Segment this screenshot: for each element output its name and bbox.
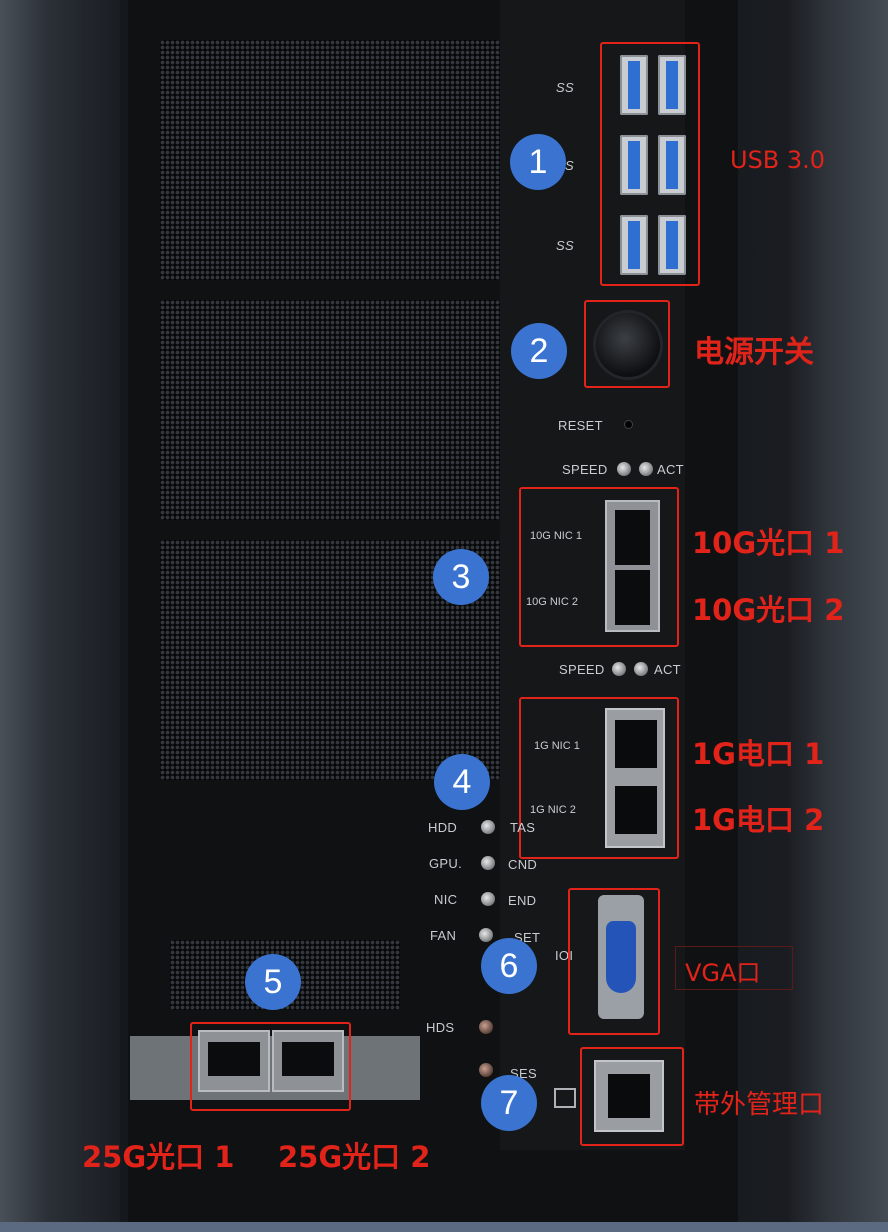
vga-label-frame [675,946,793,990]
act-led [639,462,653,476]
sfp25g-2-label: 25G光口 2 [278,1140,431,1174]
vga-highlight-box [568,888,660,1035]
status-led [479,928,493,942]
mgmt-label: 带外管理口 [694,1090,825,1120]
nic10g-2-label: 10G光口 2 [692,593,845,627]
speed-label: SPEED [562,462,608,477]
sfp-25g-port-2 [272,1030,344,1092]
reset-pinhole [625,421,632,428]
sfp25g-1-label: 25G光口 1 [82,1140,235,1174]
status-led [481,892,495,906]
network-icon [554,1088,576,1108]
status-led [481,856,495,870]
led-label-right: TAS [510,820,536,835]
act-label: ACT [657,462,684,477]
nic1g-2-label: 1G电口 2 [692,803,825,837]
ss-logo: SS [556,80,574,95]
nic10g-1-label: 10G光口 1 [692,526,845,560]
chassis-right-frame [790,0,888,1232]
floor-strip [0,1222,888,1232]
led-label-left: FAN [430,928,457,943]
speed-label: SPEED [559,662,605,677]
usb-port [620,215,648,275]
speed-led [612,662,626,676]
usb-port [658,135,686,195]
ss-logo: SS [556,238,574,253]
status-led [479,1020,493,1034]
chassis-left-frame [0,0,120,1232]
marker-5: 5 [245,954,301,1010]
usb-label: USB 3.0 [730,146,826,174]
power-label: 电源开关 [694,335,814,370]
sfp-10g-cage [605,500,660,632]
act-label: ACT [654,662,681,677]
nic1g-2-silk: 1G NIC 2 [530,804,576,816]
usb-port [620,55,648,115]
nic1g-highlight-box [519,697,679,859]
marker-1: 1 [510,134,566,190]
nic10g-2-silk: 10G NIC 2 [526,596,578,608]
led-label-right: END [508,893,537,908]
speed-led [617,462,631,476]
marker-3: 3 [433,549,489,605]
marker-2: 2 [511,323,567,379]
status-led [481,820,495,834]
nic10g-highlight-box [519,487,679,647]
nic1g-1-label: 1G电口 1 [692,737,825,771]
sfp25g-highlight-box [190,1022,351,1111]
led-label-left: HDS [426,1020,455,1035]
nic1g-1-silk: 1G NIC 1 [534,740,580,752]
rj45-1g-ports [605,708,665,848]
reset-label: RESET [558,418,603,433]
led-label-left: NIC [434,892,458,907]
nic10g-1-silk: 10G NIC 1 [530,530,582,542]
marker-4: 4 [434,754,490,810]
act-led [634,662,648,676]
vga-label: VGA口 [685,959,761,987]
usb-port [658,215,686,275]
power-button [596,313,660,377]
marker-6: 6 [481,938,537,994]
led-label-left: GPU. [429,856,462,871]
led-label-right: CND [508,857,538,872]
usb-port [658,55,686,115]
marker-7: 7 [481,1075,537,1131]
status-led [479,1063,493,1077]
usb-port [620,135,648,195]
power-highlight-box [584,300,670,388]
led-label-left: HDD [428,820,458,835]
mgmt-highlight-box [580,1047,684,1146]
usb-highlight-box [600,42,700,286]
rj45-management-port [594,1060,664,1132]
vga-port [598,895,644,1019]
sfp-25g-port-1 [198,1030,270,1092]
